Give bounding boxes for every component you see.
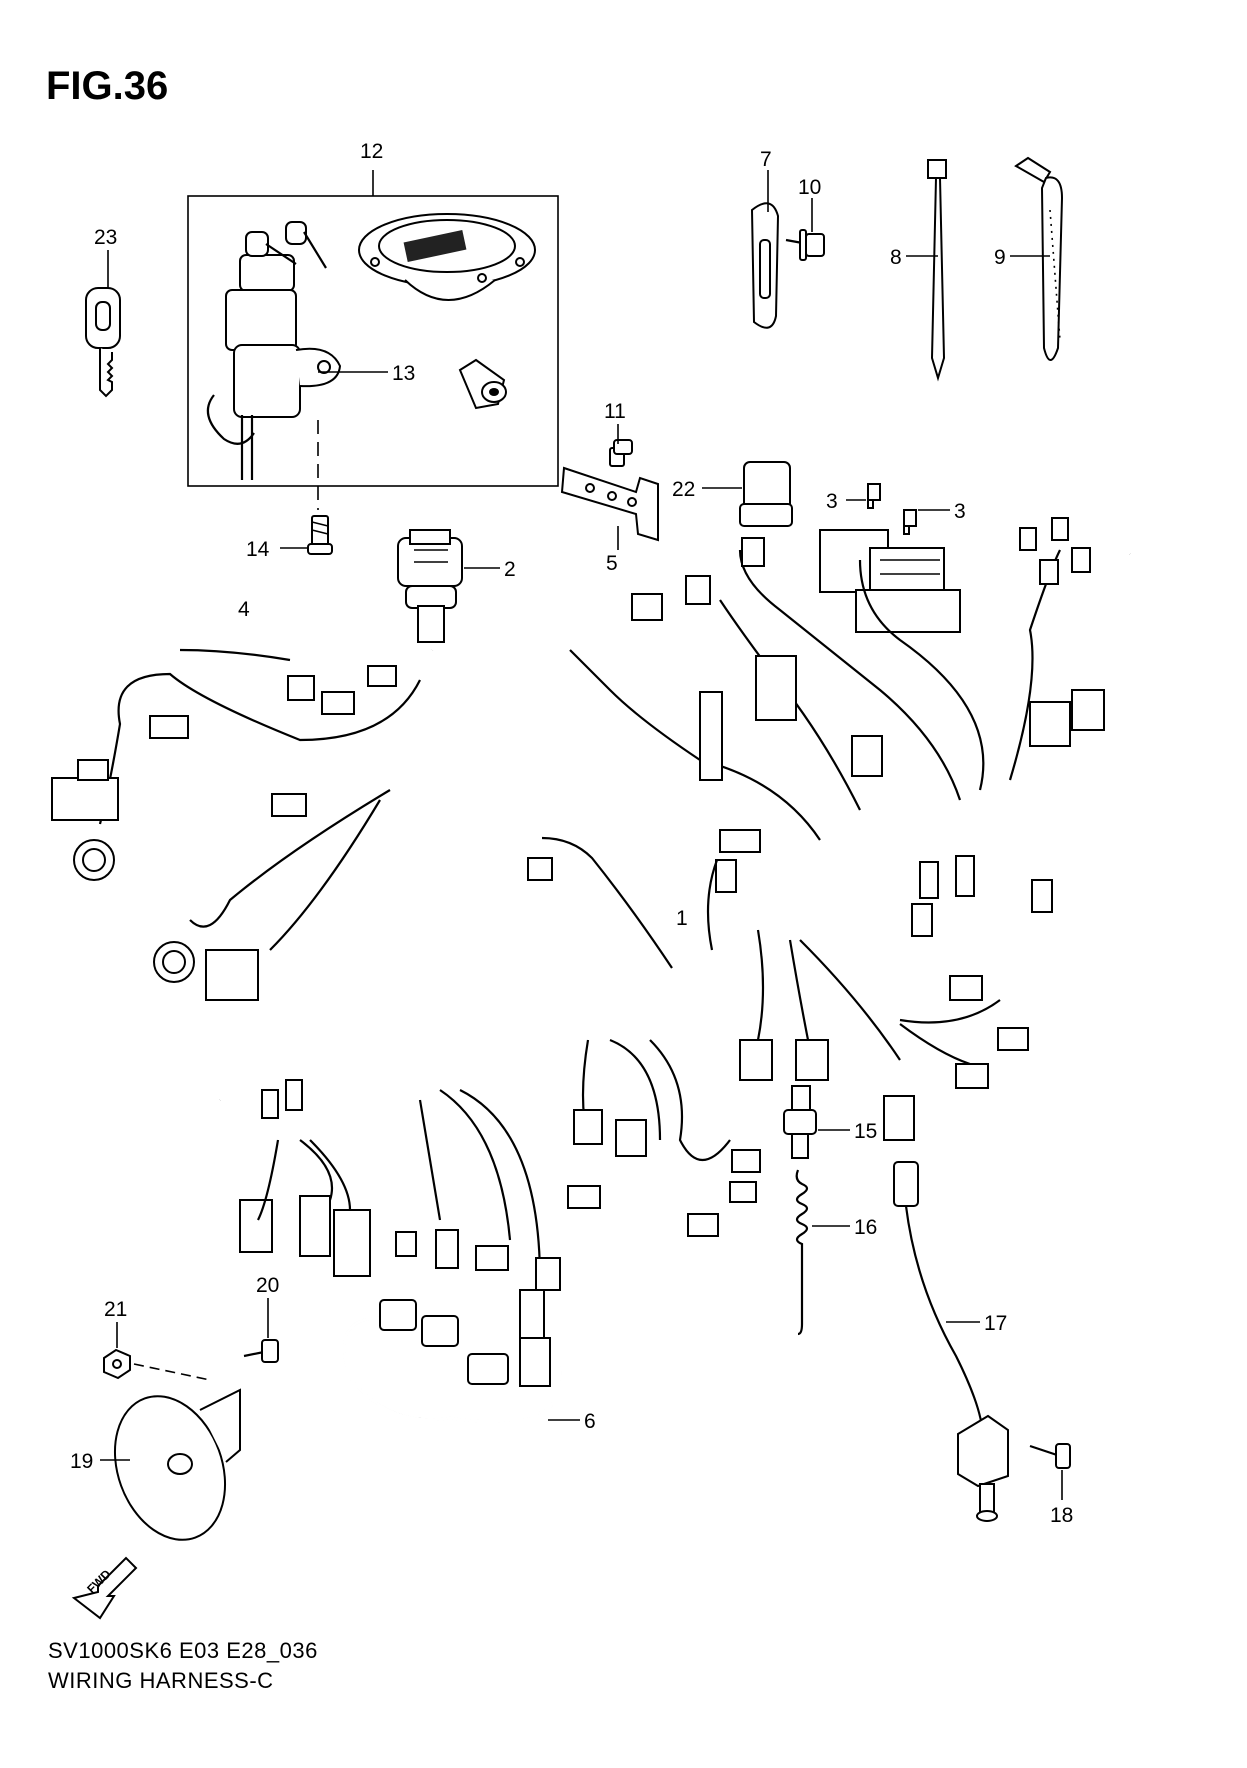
relay-icon <box>739 461 793 527</box>
callout-15: 15 <box>854 1120 877 1143</box>
figure-code: SV1000SK6 E03 E28_036 <box>48 1638 318 1663</box>
screw-icon <box>307 515 333 555</box>
sub-harness-icon <box>51 648 421 1001</box>
callout-9: 9 <box>994 246 1006 269</box>
callout-12: 12 <box>360 140 383 163</box>
figure-title: FIG.36 <box>46 64 169 108</box>
nut-icon <box>103 1348 131 1380</box>
spring-icon <box>795 1169 809 1336</box>
callout-8: 8 <box>890 246 902 269</box>
wiring-harness-icon <box>206 517 1143 1341</box>
sensor-icon <box>893 1161 1009 1522</box>
callout-11: 11 <box>604 400 626 423</box>
callout-2: 2 <box>504 558 516 581</box>
callout-20: 20 <box>256 1274 279 1297</box>
callout-19: 19 <box>70 1450 93 1473</box>
callout-3: 3 <box>826 490 838 513</box>
callout-18: 18 <box>1050 1504 1073 1527</box>
callout-14: 14 <box>246 538 270 561</box>
cable-tie-icon <box>927 159 947 382</box>
callout-10: 10 <box>798 176 821 199</box>
callout-5: 5 <box>606 552 618 575</box>
callout-6: 6 <box>584 1410 596 1433</box>
ignition-set-box <box>187 170 559 487</box>
fuse-icon <box>903 509 917 535</box>
callout-1: 1 <box>676 907 688 930</box>
bolt-icon <box>785 229 825 261</box>
figure-name: WIRING HARNESS-C <box>48 1668 274 1693</box>
key-icon <box>85 287 121 398</box>
lock-cylinder-icon <box>458 358 507 410</box>
bolt-icon <box>609 439 633 467</box>
ignition-key-icon <box>245 221 327 269</box>
callout-21: 21 <box>104 1298 127 1321</box>
callout-16: 16 <box>854 1216 877 1239</box>
ignition-switch-icon <box>206 254 342 480</box>
bracket-icon <box>560 466 659 542</box>
fuse-box-icon <box>819 529 961 633</box>
main-connector-icon <box>397 529 463 643</box>
sub-harness-icon <box>342 1299 562 1423</box>
callout-13: 13 <box>392 362 415 385</box>
callout-3b: 3 <box>954 500 966 523</box>
callout-7: 7 <box>760 148 772 171</box>
switch-icon <box>783 1085 817 1159</box>
callout-17: 17 <box>984 1312 1007 1335</box>
fwd-arrow-icon: FWD <box>71 1556 138 1620</box>
callout-22: 22 <box>672 478 695 501</box>
callout-4: 4 <box>238 598 250 621</box>
fuel-cap-icon <box>358 213 536 301</box>
cable-tie-wide-icon <box>1014 156 1064 361</box>
clamp-icon <box>750 202 780 329</box>
callout-23: 23 <box>94 226 117 249</box>
fuse-icon <box>867 483 881 509</box>
bolt-icon <box>243 1339 279 1363</box>
bolt-icon <box>1029 1443 1071 1469</box>
horn-icon <box>113 1388 241 1541</box>
